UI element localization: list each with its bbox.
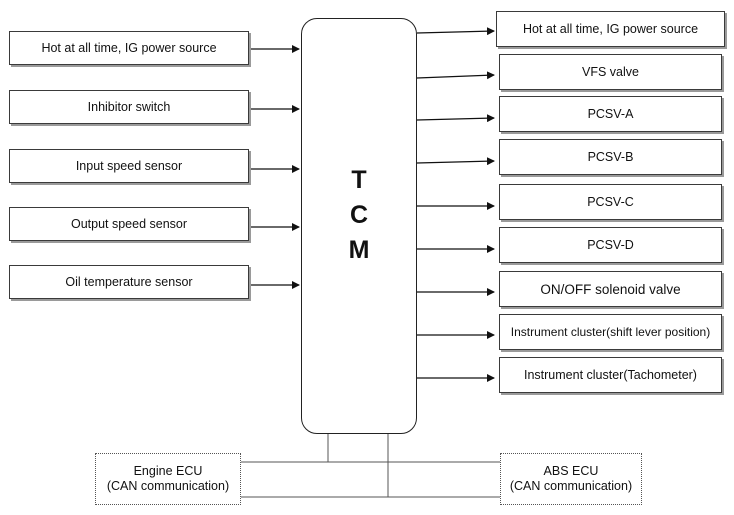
tcm-letter-m: M (348, 236, 370, 264)
input-oil-temperature-sensor: Oil temperature sensor (9, 265, 249, 299)
input-output-speed-sensor: Output speed sensor (9, 207, 249, 241)
output-arrow (416, 157, 495, 166)
input-inhibitor-switch: Inhibitor switch (9, 90, 249, 124)
output-pcsv-c: PCSV-C (499, 184, 722, 220)
output-pcsv-b: PCSV-B (499, 139, 722, 175)
tcm-letter-c: C (349, 201, 369, 229)
engine-ecu-box: Engine ECU (CAN communication) (95, 453, 241, 505)
output-instrument-cluster-tachometer: Instrument cluster(Tachometer) (499, 357, 722, 393)
output-on-off-solenoid-valve: ON/OFF solenoid valve (499, 271, 722, 307)
output-arrow (416, 114, 495, 123)
output-ig-power-source: Hot at all time, IG power source (496, 11, 725, 47)
abs-ecu-box: ABS ECU (CAN communication) (500, 453, 642, 505)
output-arrow (416, 71, 495, 80)
output-vfs-valve: VFS valve (499, 54, 722, 90)
output-instrument-cluster-shift-lever: Instrument cluster(shift lever position) (499, 314, 722, 350)
output-pcsv-a: PCSV-A (499, 96, 722, 132)
output-pcsv-d: PCSV-D (499, 227, 722, 263)
input-input-speed-sensor: Input speed sensor (9, 149, 249, 183)
tcm-letter-t: T (351, 166, 367, 194)
tcm-block (301, 18, 417, 434)
input-ig-power-source: Hot at all time, IG power source (9, 31, 249, 65)
output-arrow (416, 27, 495, 36)
